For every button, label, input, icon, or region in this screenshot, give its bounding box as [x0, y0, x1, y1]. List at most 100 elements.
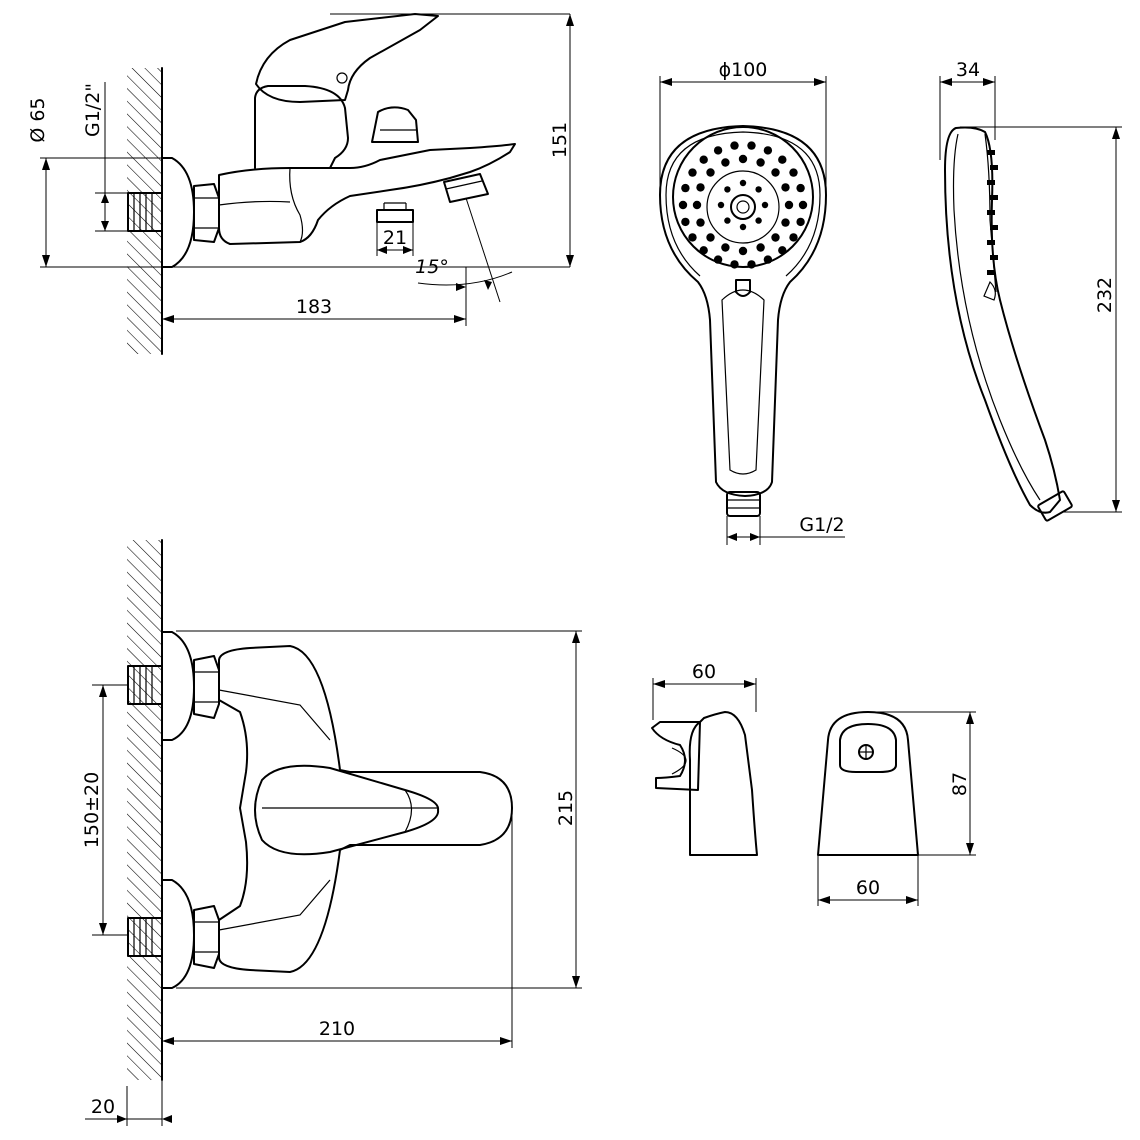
nozzle-dot [681, 183, 690, 193]
nozzle-dot [798, 200, 808, 210]
nozzle-dot [755, 186, 762, 193]
faucet-side-view: Ø 65 G1/2" 151 21 15° 183 [27, 13, 574, 355]
side-nozzle [990, 255, 998, 260]
dim-top-depth: 210 [319, 1018, 355, 1040]
dim-width: 215 [555, 790, 577, 826]
side-nozzle [990, 225, 998, 230]
nozzle-dot [724, 186, 731, 193]
nozzle-dot [692, 200, 702, 210]
lever-handle [255, 13, 439, 103]
aerator [443, 173, 489, 203]
nozzle-dot [755, 217, 762, 224]
faucet-top-view: 150±20 215 210 20 [81, 539, 582, 1126]
nozzle-dot [730, 260, 739, 269]
nozzle-dot [771, 168, 780, 177]
nozzle-dot [747, 260, 756, 269]
shower-front-view: ϕ100 G1/2 [659, 59, 845, 545]
nozzle-dot [756, 158, 765, 167]
nozzle-dot [730, 141, 739, 150]
nozzle-dot [699, 155, 708, 164]
nozzle-dot [688, 168, 697, 177]
dim-outlet: 21 [383, 227, 407, 249]
dim-spacing: 150±20 [81, 772, 103, 848]
lower-outlet [376, 209, 414, 223]
shower-connector [726, 491, 761, 517]
nozzle-dot [796, 217, 805, 227]
nozzle-dot [721, 243, 730, 252]
nozzle-dot [696, 218, 705, 227]
shower-side-view: 34 232 [939, 59, 1122, 522]
nozzle-dot [724, 217, 731, 224]
wall-hatch [127, 68, 162, 354]
dim-depth: 183 [296, 296, 332, 318]
nozzle-dot [738, 246, 748, 256]
thread-lower [127, 917, 163, 957]
nozzle-dot [796, 183, 805, 193]
side-nozzles [987, 150, 998, 275]
nozzle-dot [713, 146, 723, 155]
side-nozzle [987, 150, 995, 155]
side-nozzle [990, 195, 998, 200]
spray-face [672, 126, 814, 268]
wall-hatch-2 [127, 540, 162, 1080]
holder-side-view: 60 [651, 661, 758, 856]
side-connector [1037, 490, 1073, 522]
top-handle [254, 764, 440, 856]
dim-holder-width: 60 [692, 661, 716, 683]
dim-height: 151 [549, 122, 571, 158]
shower-side-outline [944, 126, 1061, 514]
faucet-body [218, 143, 516, 245]
holder-clip [651, 721, 701, 791]
nozzle-dot [706, 168, 715, 177]
dim-holder-height: 87 [949, 772, 971, 796]
spray-nozzles [678, 141, 808, 269]
nozzle-dot [747, 141, 756, 150]
nozzle-dot [699, 246, 708, 255]
side-nozzle [987, 210, 995, 215]
nozzle-dot [713, 255, 723, 264]
nut-upper [193, 655, 220, 719]
nozzle-dot [696, 183, 705, 192]
nozzle-dot [781, 183, 790, 192]
nozzle-dot [706, 233, 715, 242]
nozzle-dot [688, 233, 697, 242]
nozzle-dot [778, 155, 787, 164]
diverter-knob [371, 106, 419, 143]
nozzle-dot [763, 255, 773, 264]
nozzle-dot [781, 218, 790, 227]
center-nozzle [730, 194, 756, 220]
holder-front-view: 87 60 [817, 711, 976, 906]
hex-nut [193, 183, 220, 243]
nozzle-dot [739, 179, 747, 187]
dim-shower-width: 34 [956, 59, 980, 81]
thread-pipe [127, 192, 163, 232]
dim-angle: 15° [415, 256, 449, 278]
side-nozzle [987, 270, 995, 275]
nozzle-dot [756, 243, 765, 252]
nozzle-dot [789, 168, 798, 177]
nozzle-dot [738, 154, 748, 164]
screw-icon [858, 744, 874, 760]
rosette-upper [161, 631, 195, 741]
dim-wall-offset: 20 [91, 1096, 115, 1118]
dim-diameter: Ø 65 [27, 97, 49, 142]
nozzle-dot [789, 233, 798, 242]
dim-shower-length: 232 [1094, 277, 1116, 313]
nozzle-dot [761, 201, 769, 209]
nozzle-dot [778, 246, 787, 255]
rosette-lower [161, 879, 195, 989]
nozzle-dot [721, 158, 730, 167]
nozzle-dot [763, 146, 773, 155]
holder-side-body [688, 711, 758, 856]
faucet-top-body [218, 645, 513, 973]
holder-front-body [817, 711, 919, 856]
side-nozzle [987, 180, 995, 185]
nozzle-dot [681, 217, 690, 227]
cartridge-housing [254, 85, 349, 169]
holder-mount [839, 723, 897, 773]
side-nozzle [987, 240, 995, 245]
dim-shower-thread: G1/2 [799, 514, 844, 536]
dim-shower-diameter: ϕ100 [719, 59, 768, 81]
nozzle-dot [771, 233, 780, 242]
